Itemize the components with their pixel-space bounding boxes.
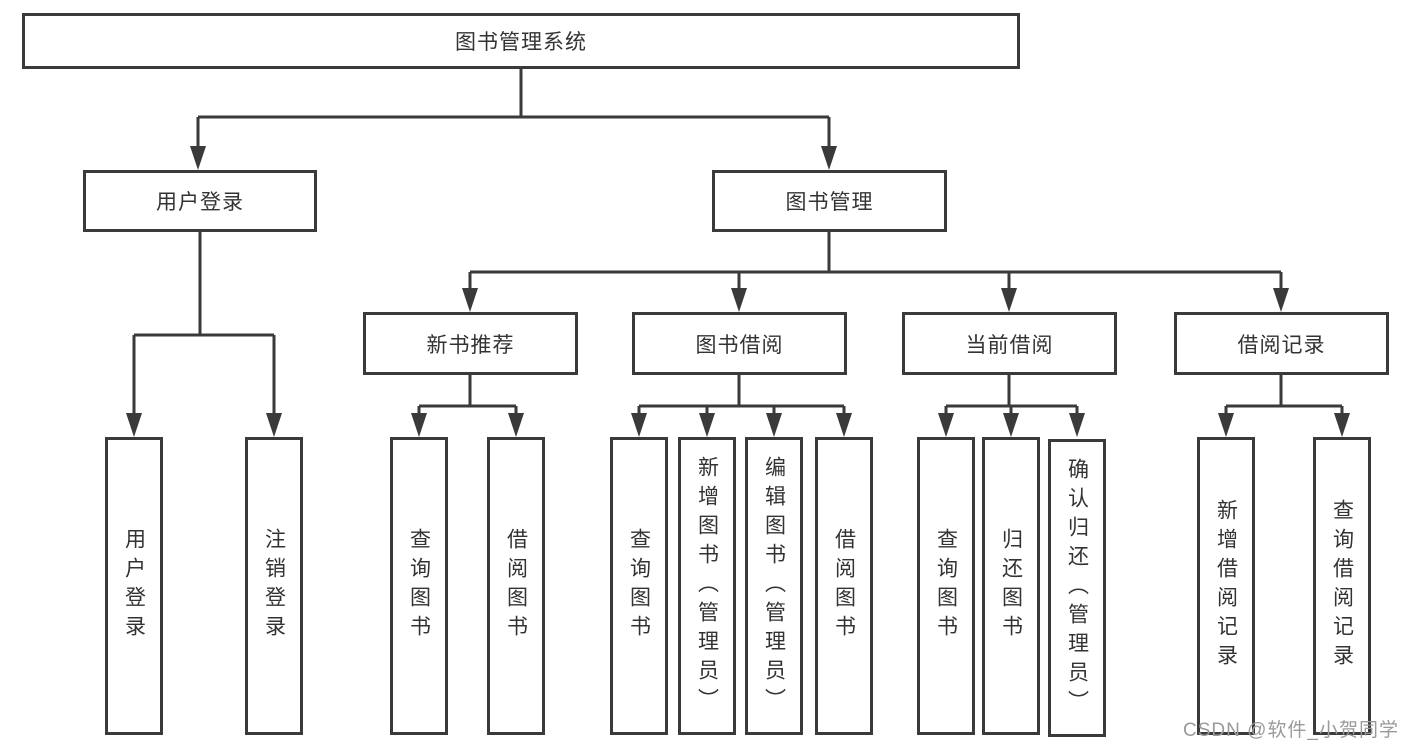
- leaf-borrow-books-borrow: 借阅图书: [815, 437, 873, 735]
- leaf-query-books-recommend: 查询图书: [390, 437, 448, 735]
- leaf-borrow-books-borrow-label: 借阅图书: [832, 528, 856, 644]
- leaf-query-books-borrow: 查询图书: [610, 437, 668, 735]
- leaf-query-borrow-record-label: 查询借阅记录: [1330, 499, 1354, 673]
- leaf-borrow-books-recommend: 借阅图书: [487, 437, 545, 735]
- leaf-borrow-books-recommend-label: 借阅图书: [504, 528, 528, 644]
- node-root: 图书管理系统: [22, 13, 1020, 69]
- node-borrow-records: 借阅记录: [1174, 312, 1389, 375]
- node-new-book-recommend: 新书推荐: [363, 312, 578, 375]
- node-book-management-label: 图书管理: [785, 191, 874, 214]
- node-borrow-records-label: 借阅记录: [1237, 333, 1326, 357]
- leaf-edit-book-admin-label: 编辑图书（管理员）: [762, 455, 786, 717]
- leaf-confirm-return-admin-label: 确认归还（管理员）: [1065, 457, 1089, 719]
- leaf-add-borrow-record: 新增借阅记录: [1197, 437, 1255, 735]
- leaf-user-login-label: 用户登录: [122, 528, 146, 644]
- node-user-login-label: 用户登录: [156, 191, 244, 214]
- node-new-book-recommend-label: 新书推荐: [426, 333, 515, 357]
- node-book-borrow: 图书借阅: [632, 312, 847, 375]
- leaf-add-book-admin-label: 新增图书（管理员）: [695, 455, 719, 717]
- leaf-logout-label: 注销登录: [262, 528, 286, 644]
- node-user-login: 用户登录: [83, 170, 317, 232]
- node-book-borrow-label: 图书借阅: [695, 333, 784, 357]
- leaf-confirm-return-admin: 确认归还（管理员）: [1048, 439, 1106, 737]
- node-root-label: 图书管理系统: [455, 31, 587, 54]
- leaf-user-login: 用户登录: [105, 437, 163, 735]
- leaf-return-book-label: 归还图书: [999, 528, 1023, 644]
- leaf-query-books-borrow-label: 查询图书: [627, 528, 651, 644]
- leaf-edit-book-admin: 编辑图书（管理员）: [745, 437, 803, 735]
- node-current-borrow-label: 当前借阅: [965, 333, 1054, 357]
- node-book-management: 图书管理: [712, 170, 947, 232]
- node-current-borrow: 当前借阅: [902, 312, 1117, 375]
- leaf-query-borrow-record: 查询借阅记录: [1313, 437, 1371, 735]
- leaf-add-borrow-record-label: 新增借阅记录: [1214, 499, 1238, 673]
- leaf-query-books-current-label: 查询图书: [934, 528, 958, 644]
- leaf-return-book: 归还图书: [982, 437, 1040, 735]
- leaf-query-books-recommend-label: 查询图书: [407, 528, 431, 644]
- leaf-query-books-current: 查询图书: [917, 437, 975, 735]
- leaf-add-book-admin: 新增图书（管理员）: [678, 437, 736, 735]
- leaf-logout: 注销登录: [245, 437, 303, 735]
